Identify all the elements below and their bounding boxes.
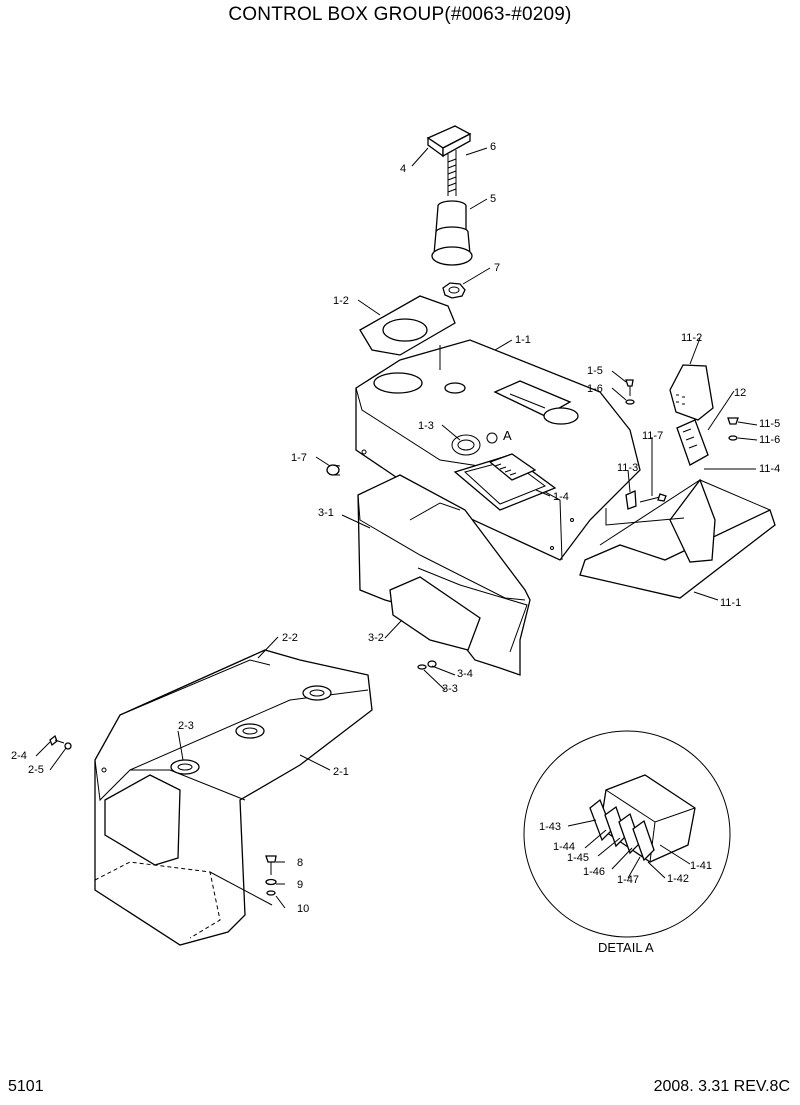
callout-label: 2-5 (28, 764, 44, 776)
leader-lines (35, 147, 758, 909)
screw-washer-part (625, 379, 635, 405)
grip-part (669, 364, 714, 421)
callout-label: 3-3 (442, 683, 458, 695)
lower-box-screw-part (417, 660, 437, 670)
nut-part (442, 282, 466, 299)
callout-label: 2-2 (282, 632, 298, 644)
revision-date: 2008. 3.31 REV.8C (653, 1078, 790, 1095)
callout-label: 1-41 (690, 860, 712, 872)
callout-label: 3-2 (368, 632, 384, 644)
callout-label: 11-4 (759, 463, 780, 475)
callout-label: 10 (297, 903, 309, 915)
callout-label: 8 (297, 857, 303, 869)
rubber-boot-part (431, 200, 473, 266)
callout-label: 11-5 (759, 418, 780, 430)
callout-label: 1-5 (587, 365, 603, 377)
callout-label: 1-44 (553, 841, 575, 853)
callout-label: 11-7 (642, 430, 663, 442)
base-frame-part (94, 649, 373, 946)
callout-label: 1-4 (553, 491, 569, 503)
detail-a-label: DETAIL A (598, 940, 654, 955)
callout-label: 5 (490, 193, 496, 205)
callout-label: 1-46 (583, 866, 605, 878)
callout-label: 2-4 (11, 750, 27, 762)
joystick-switch-part (676, 419, 709, 466)
callout-label: 7 (494, 262, 500, 274)
callout-label: 3-4 (457, 668, 473, 680)
lever-knob-part (426, 125, 472, 196)
control-box-housing-part (355, 339, 641, 561)
callout-label: 2-3 (178, 720, 194, 732)
callout-label: 1-3 (418, 420, 434, 432)
callout-label: 1-1 (515, 334, 531, 346)
lower-box-part (357, 474, 531, 676)
detail-a-view (523, 730, 731, 938)
callout-label: 4 (400, 163, 406, 175)
callout-label: 1-42 (667, 873, 689, 885)
callout-label: 2-1 (333, 766, 349, 778)
base-bolt-part (49, 734, 72, 750)
bracket-part (625, 490, 667, 510)
callout-label: 11-1 (720, 597, 741, 609)
cover-plate-part (359, 295, 456, 356)
callout-label: 1-7 (291, 452, 307, 464)
page-number: 5101 (8, 1078, 44, 1095)
diagram-title: CONTROL BOX GROUP(#0063-#0209) (228, 4, 572, 25)
callout-label: 1-47 (617, 874, 639, 886)
callout-label: 1-45 (567, 852, 589, 864)
side-panel-part (579, 478, 776, 599)
callout-label: 1-6 (587, 383, 603, 395)
callout-label: 1-2 (333, 295, 349, 307)
callout-label: 3-1 (318, 507, 334, 519)
callout-label: 6 (490, 141, 496, 153)
callout-label: 11-3 (617, 462, 638, 474)
plug-part (326, 464, 341, 476)
panel-screw-part (727, 417, 739, 441)
detail-marker: A (503, 428, 512, 443)
callout-label: 1-43 (539, 821, 561, 833)
base-screw-set-part (265, 855, 277, 896)
callout-label: 12 (734, 387, 746, 399)
callout-label: 9 (297, 879, 303, 891)
callout-label: 11-6 (759, 434, 780, 446)
callout-label: 11-2 (681, 332, 702, 344)
